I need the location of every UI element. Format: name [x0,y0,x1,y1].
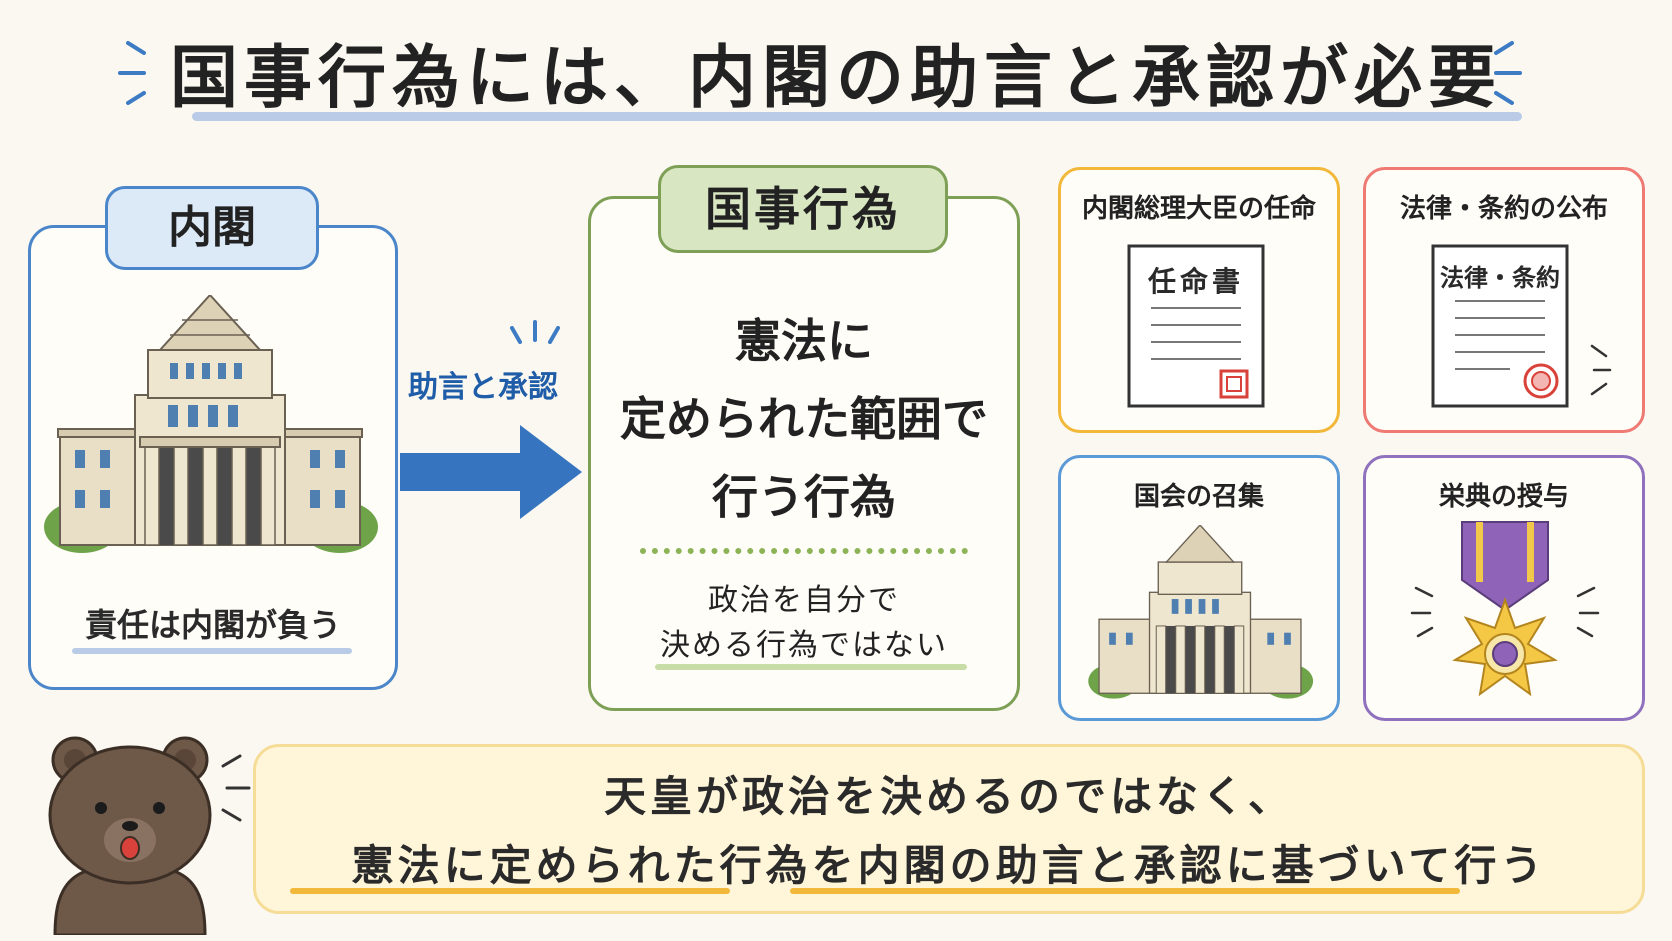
acts-main-line-3: 行う行為 [712,470,896,524]
page-title: 国事行為には、内閣の助言と承認が必要 [169,39,1502,118]
card-diet-title: 国会の召集 [1133,482,1264,512]
arrow-label: 助言と承認 [408,370,558,405]
medal-icon [1410,521,1600,697]
acts-main-line-2: 定められた範囲で [620,392,988,446]
sparkle-left-icon [118,41,146,105]
diet-building-icon [44,295,378,553]
card-law-title: 法律・条約の公布 [1399,194,1608,224]
law-document-icon [1431,244,1569,408]
state-acts-label: 国事行為 [658,165,948,253]
summary-line-2: 憲法に定められた行為を内閣の助言と承認に基づいて行う [253,832,1645,893]
cabinet-responsibility-note: 責任は内閣が負う [84,606,341,644]
appointment-doc-title: 任命書 [1147,265,1244,298]
summary-highlight-1: 憲法に定められた行為 [351,841,812,890]
sparkle-law-icon [1590,344,1612,396]
acts-sub-underline [655,664,967,670]
bear-mascot-icon [48,736,251,935]
card-pm-title: 内閣総理大臣の任命 [1081,194,1316,224]
summary-connector: を [811,841,858,890]
acts-main-line-1: 憲法に [735,314,873,368]
diet-building-small-icon [1088,525,1314,699]
cabinet-label: 内閣 [105,186,319,270]
summary-box [253,744,1645,914]
title-underline [192,112,1522,121]
sparkle-arrow-icon [510,320,560,344]
appointment-document-icon [1127,244,1265,408]
acts-sub-line-2: 決める行為ではない [660,628,948,663]
summary-underline-2 [790,888,1460,894]
summary-underline-1 [290,888,730,894]
card-honors-title: 栄典の授与 [1438,482,1569,512]
acts-sub-line-1: 政治を自分で [708,583,900,618]
summary-highlight-2: 内閣の助言と承認 [857,841,1226,890]
summary-tail: に基づいて行う [1225,841,1547,890]
law-doc-title: 法律・条約 [1440,264,1560,292]
right-arrow-icon [400,425,582,519]
dotted-divider [640,548,968,558]
summary-line-1: 天皇が政治を決めるのではなく、 [603,772,1294,821]
sparkle-right-icon [1494,41,1522,105]
cabinet-note-underline [72,648,352,654]
